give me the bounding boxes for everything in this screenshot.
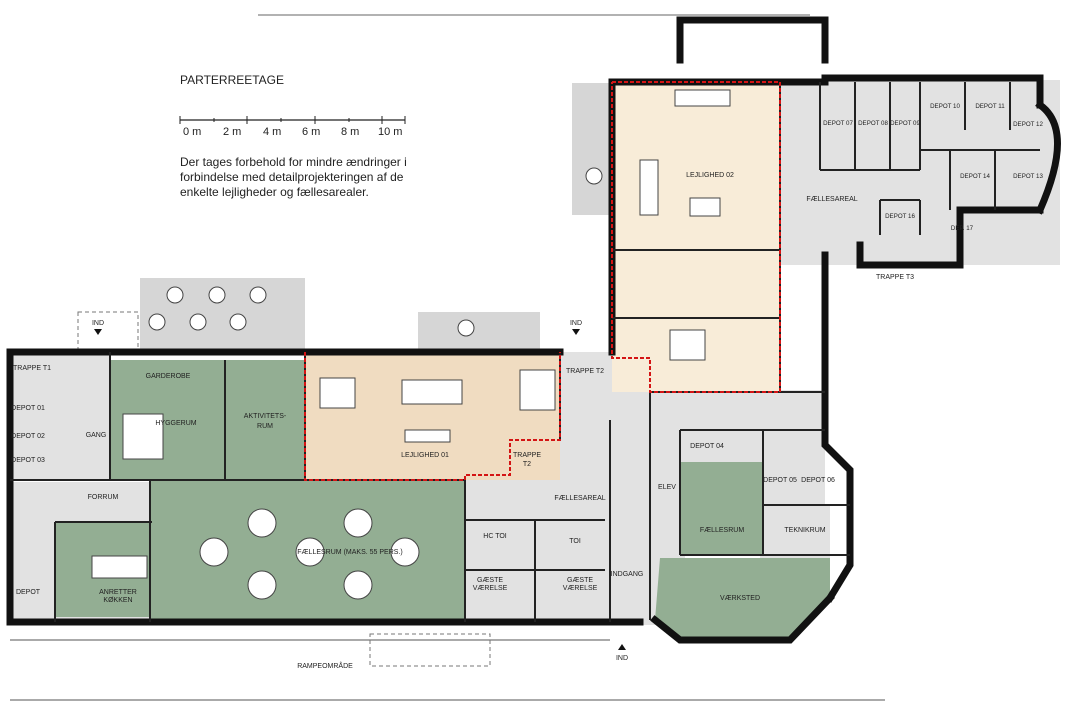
room-label: DEPOT 06 bbox=[801, 477, 835, 484]
room-label: DEP. 17 bbox=[951, 225, 974, 232]
walls bbox=[6, 16, 1061, 644]
scale-label: 4 m bbox=[263, 126, 281, 138]
room-label: DEPOT 07 bbox=[823, 120, 853, 127]
room-label: GARDEROBE bbox=[146, 373, 191, 380]
room-label: DEPOT 11 bbox=[975, 103, 1005, 110]
room-label: FÆLLESAREAL bbox=[554, 495, 605, 502]
room-label: LEJLIGHED 01 bbox=[401, 452, 449, 459]
room-label: AKTIVITETS- bbox=[244, 413, 287, 420]
room-label: FÆLLESAREAL bbox=[806, 196, 857, 203]
ramp-area bbox=[10, 14, 885, 701]
room-label: LEJLIGHED 02 bbox=[686, 172, 734, 179]
room-label: FÆLLESRUM (MAKS. 55 PERS.) bbox=[297, 549, 402, 556]
room-label: HC TOI bbox=[483, 533, 507, 540]
room-label: T2 bbox=[523, 461, 531, 468]
room-label: ANRETTER bbox=[99, 589, 137, 596]
room-label: TEKNIKRUM bbox=[784, 527, 825, 534]
room-label: RAMPEOMRÅDE bbox=[297, 661, 353, 670]
room-label: KØKKEN bbox=[103, 597, 132, 604]
room-label: INDGANG bbox=[611, 571, 644, 578]
room-label: DEPOT 08 bbox=[858, 120, 888, 127]
room-label: DEPOT 16 bbox=[885, 213, 915, 220]
room-label: TRAPPE bbox=[513, 452, 541, 459]
room-label: RUM bbox=[257, 423, 273, 430]
room-label: GÆSTE bbox=[477, 577, 503, 584]
room-label: FÆLLESRUM bbox=[700, 527, 745, 534]
room-label: GANG bbox=[86, 432, 107, 439]
room-label: ELEV bbox=[658, 484, 676, 491]
scale-label: 2 m bbox=[223, 126, 241, 138]
room-label: VÆRELSE bbox=[563, 585, 598, 592]
scale-label: 6 m bbox=[302, 126, 320, 138]
room-label: DEPOT 09 bbox=[890, 120, 920, 127]
room-label: DEPOT 04 bbox=[690, 443, 724, 450]
room-label: DEPOT 01 bbox=[11, 405, 45, 412]
scale-bar: 0 m 2 m 4 m 6 m 8 m 10 m bbox=[179, 116, 406, 138]
room-label: VÆRKSTED bbox=[720, 595, 760, 602]
room-label: TOI bbox=[569, 538, 581, 545]
room-label: HYGGERUM bbox=[155, 420, 196, 427]
furniture bbox=[91, 89, 731, 600]
terraces bbox=[77, 83, 612, 353]
room-label: DEPOT 10 bbox=[930, 103, 960, 110]
room-label: DEPOT 12 bbox=[1013, 121, 1043, 128]
entrance-label: IND bbox=[92, 320, 104, 327]
room-label: TRAPPE T1 bbox=[13, 365, 51, 372]
apartment-boundaries bbox=[304, 81, 781, 481]
room-label: DEPOT bbox=[16, 589, 41, 596]
plan-title: PARTERREETAGE bbox=[180, 73, 285, 87]
room-label: DEPOT 02 bbox=[11, 433, 45, 440]
entrances: IND IND IND bbox=[92, 320, 628, 662]
room-label: DEPOT 13 bbox=[1013, 173, 1043, 180]
room-label: FORRUM bbox=[88, 494, 119, 501]
room-label: DEPOT 05 bbox=[763, 477, 797, 484]
disclaimer-note: Der tages forbehold for mindre ændringer… bbox=[180, 155, 407, 199]
room-label: TRAPPE T2 bbox=[566, 368, 604, 375]
entrance-label: IND bbox=[616, 655, 628, 662]
scale-label: 0 m bbox=[183, 126, 201, 138]
room-labels: TRAPPE T1 DEPOT 01 DEPOT 02 DEPOT 03 GAN… bbox=[11, 103, 1043, 670]
room-label: DEPOT 03 bbox=[11, 457, 45, 464]
room-label: GÆSTE bbox=[567, 577, 593, 584]
room-label: DEPOT 14 bbox=[960, 173, 990, 180]
room-label: VÆRELSE bbox=[473, 585, 508, 592]
scale-label: 10 m bbox=[378, 126, 402, 138]
room-label: TRAPPE T3 bbox=[876, 274, 914, 281]
scale-label: 8 m bbox=[341, 126, 359, 138]
entrance-label: IND bbox=[570, 320, 582, 327]
